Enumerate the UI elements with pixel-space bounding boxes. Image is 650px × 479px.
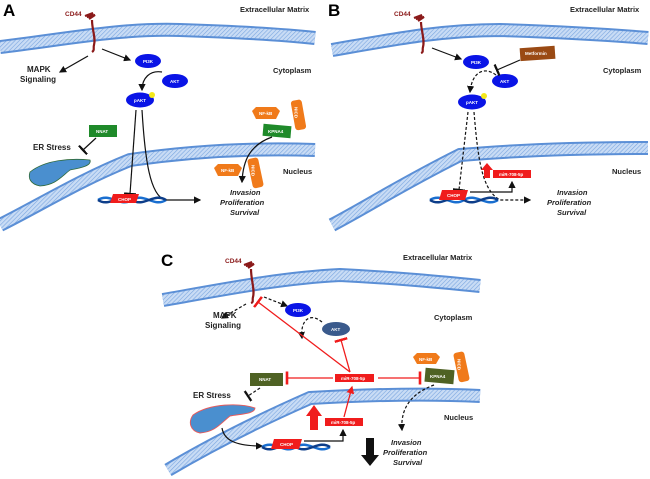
nnat-label: NNAT [259, 377, 271, 382]
signaling-label: Signaling [20, 75, 56, 84]
survival-label: Survival [230, 208, 260, 217]
down-arrow-icon [361, 438, 379, 466]
chop-box [110, 194, 139, 203]
kpna4-label: KPNA4 [430, 374, 446, 379]
nfkb-label: NF-kB [419, 357, 433, 362]
cd44-receptor [84, 11, 96, 53]
cd44-receptor [413, 13, 425, 55]
akt-label: AKT [500, 79, 509, 84]
panel-label: C [161, 251, 173, 270]
chop-box [439, 190, 468, 200]
cytoplasm-label: Cytoplasm [434, 313, 473, 322]
pi3k-label: PI3K [293, 308, 304, 313]
nnat-box [89, 125, 117, 137]
panel-b: B Extracellular Matrix Cytoplasm Nucleus… [328, 1, 649, 232]
mir-708-label: miR-708-5p [341, 376, 366, 381]
nfkb-label: NF-kB [259, 111, 273, 116]
pi3k-node [135, 54, 161, 68]
akt-label: AKT [331, 327, 340, 332]
nicd-box [247, 157, 264, 189]
proliferation-label: Proliferation [547, 198, 592, 207]
ecm-label: Extracellular Matrix [570, 5, 640, 14]
chop-label: CHOP [118, 197, 131, 202]
akt-node [492, 74, 518, 88]
nicd-box [453, 351, 470, 383]
cd44-label: CD44 [225, 258, 242, 265]
nuclear-membrane [328, 141, 649, 232]
cytoplasm-label: Cytoplasm [603, 66, 642, 75]
cd44-label: CD44 [65, 11, 82, 18]
er-stress-label: ER Stress [193, 391, 231, 400]
panel-label: B [328, 1, 340, 20]
nfkb-box [252, 107, 280, 119]
nicd-label: NICD [251, 165, 256, 177]
invasion-label: Invasion [557, 188, 588, 197]
mir-708-label: miR-708-5p [331, 420, 356, 425]
pakt-label: pAKT [466, 100, 478, 105]
er-organelle [189, 404, 256, 434]
cd44-receptor [243, 260, 255, 305]
up-arrow-icon [306, 405, 322, 430]
akt-label: AKT [170, 79, 179, 84]
nicd-label: NICD [294, 107, 299, 119]
nucleus-label: Nucleus [612, 167, 641, 176]
survival-label: Survival [393, 458, 423, 467]
pi3k-node [285, 303, 311, 317]
cytoplasm-label: Cytoplasm [273, 66, 312, 75]
nnat-label: NNAT [96, 129, 108, 134]
pi3k-node [463, 55, 489, 69]
ecm-label: Extracellular Matrix [240, 5, 310, 14]
signaling-label: Signaling [205, 321, 241, 330]
ecm-label: Extracellular Matrix [403, 253, 473, 262]
nicd-label: NICD [457, 359, 462, 371]
panel-c: C Extracellular Matrix Cytoplasm Nucleus… [161, 251, 481, 477]
up-arrow-icon [481, 163, 493, 178]
panel-label: A [3, 1, 15, 20]
phosphate-dot [149, 92, 155, 98]
metformin-label: Metformin [525, 51, 547, 56]
invasion-label: Invasion [230, 188, 261, 197]
invasion-label: Invasion [391, 438, 422, 447]
mir-708-box [325, 418, 363, 426]
nnat-box [250, 373, 283, 386]
survival-label: Survival [557, 208, 587, 217]
nucleus-label: Nucleus [444, 413, 473, 422]
pi3k-label: PI3K [471, 60, 482, 65]
nfkb-box [413, 353, 440, 364]
phosphate-dot [481, 93, 487, 99]
proliferation-label: Proliferation [383, 448, 428, 457]
chop-label: CHOP [447, 193, 460, 198]
mapk-label: MAPK [27, 65, 51, 74]
nicd-box [290, 99, 307, 131]
akt-node [162, 74, 188, 88]
nfkb-label: NF-kB [221, 168, 235, 173]
nucleus-label: Nucleus [283, 167, 312, 176]
mir-708-box [493, 170, 531, 178]
pakt-label: pAKT [134, 98, 146, 103]
kpna4-box [262, 123, 292, 139]
chop-label: CHOP [280, 442, 293, 447]
er-stress-label: ER Stress [33, 143, 71, 152]
proliferation-label: Proliferation [220, 198, 265, 207]
er-organelle [28, 158, 91, 187]
mapk-label: MAPK [213, 311, 237, 320]
akt-node [322, 322, 350, 336]
panel-a: A Extracellular Matrix Cytoplasm Nucleus… [0, 1, 316, 232]
pi3k-label: PI3K [143, 59, 154, 64]
chop-box [271, 439, 302, 449]
pakt-node [126, 92, 154, 108]
metformin-box [519, 45, 556, 62]
kpna4-box [424, 367, 455, 385]
cd44-label: CD44 [394, 11, 411, 18]
nfkb-box [214, 164, 242, 176]
pakt-node [458, 94, 486, 110]
kpna4-label: KPNA4 [268, 129, 284, 134]
mir-708-box [335, 374, 374, 382]
mir-708-label: miR-708-5p [499, 172, 524, 177]
